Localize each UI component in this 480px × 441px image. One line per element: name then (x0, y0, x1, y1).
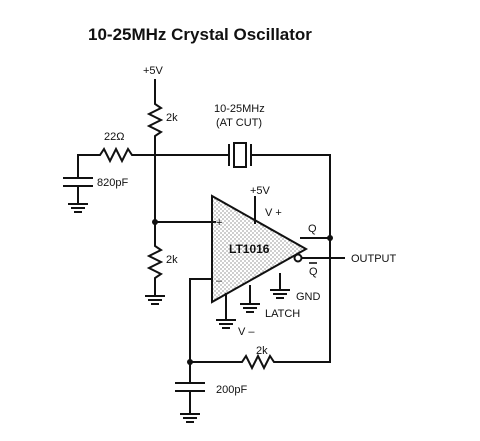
gnd-pin: GND (270, 273, 321, 303)
comparator-lt1016: + – LT1016 (211, 194, 309, 304)
resistor-bottom: 2k (145, 221, 178, 305)
resistor-feedback-label: 2k (256, 345, 268, 357)
crystal-freq-label: 10-25MHz (214, 103, 265, 115)
chip-label: LT1016 (229, 242, 270, 256)
schematic-title: 10-25MHz Crystal Oscillator (88, 25, 312, 44)
resistor-series-label: 22Ω (104, 131, 124, 143)
cap-left-label: 820pF (97, 177, 128, 189)
feedback-network: 2k 200pF (175, 278, 331, 423)
supply-top-label: +5V (143, 65, 164, 77)
qbar-label: Q (309, 266, 318, 278)
output-label: OUTPUT (351, 253, 397, 265)
left-rc-branch: 22Ω 820pF (63, 131, 156, 213)
v-minus-label: V – (238, 326, 255, 338)
comp-supply: +5V V + (250, 185, 282, 224)
supply-top: +5V (143, 65, 164, 101)
v-plus-label: V + (265, 207, 282, 219)
latch-label: LATCH (265, 308, 300, 320)
crystal: 10-25MHz (AT CUT) (154, 103, 331, 168)
gnd-label: GND (296, 291, 321, 303)
q-label: Q (308, 223, 317, 235)
noninverting-sign: + (216, 217, 222, 229)
latch-pin: LATCH (240, 285, 300, 320)
resistor-top: 2k (146, 99, 178, 141)
cap-bottom-label: 200pF (216, 384, 247, 396)
resistor-top-label: 2k (166, 112, 178, 124)
resistor-bottom-label: 2k (166, 254, 178, 266)
crystal-cut-label: (AT CUT) (216, 117, 262, 129)
v-minus-pin: V – (216, 293, 255, 338)
qbar-output: Q OUTPUT (293, 253, 397, 278)
inverting-sign: – (216, 275, 223, 287)
comp-supply-label: +5V (250, 185, 271, 197)
